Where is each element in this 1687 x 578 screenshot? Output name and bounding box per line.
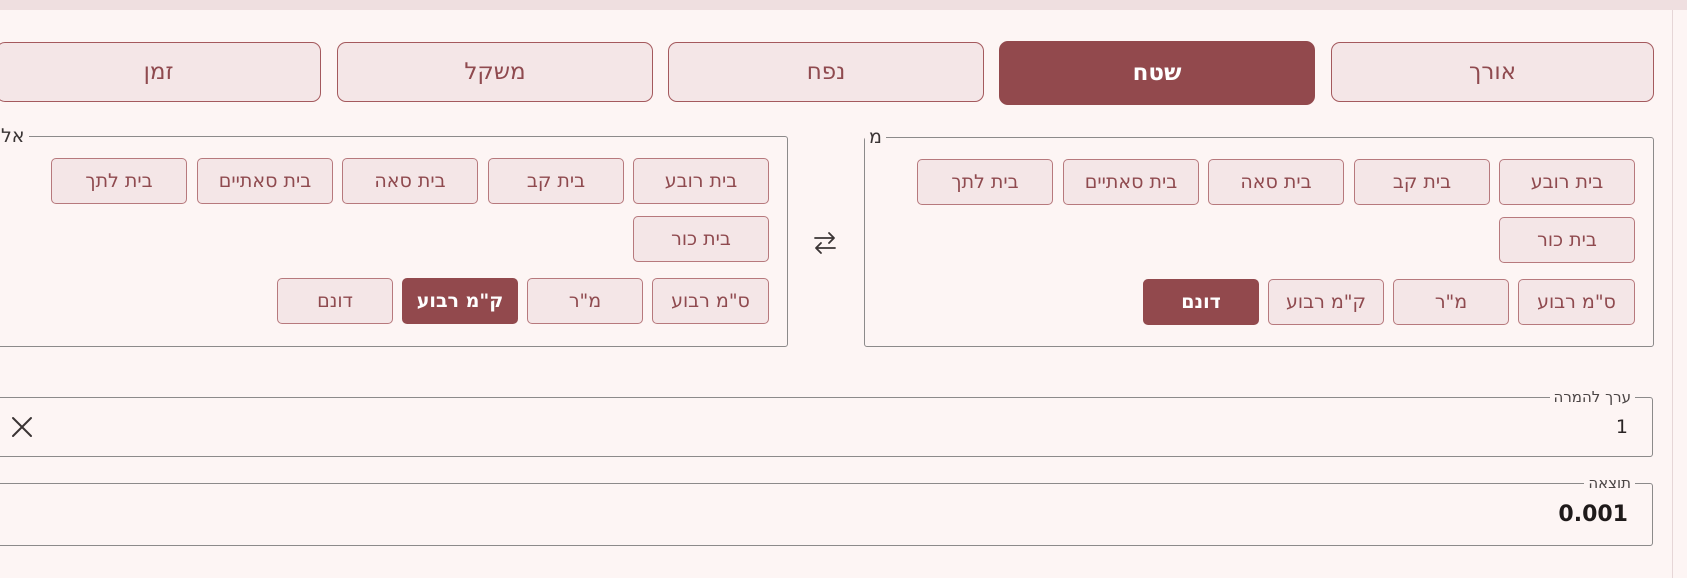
value-input-label: ערך להמרה <box>1549 388 1635 406</box>
from-unit-sq-cm[interactable]: ס"מ רבוע <box>1518 279 1635 325</box>
from-legend: מ <box>869 126 882 148</box>
result-value: 0.001 <box>1558 502 1628 527</box>
to-unit-beit-kor[interactable]: בית כור <box>633 216 769 262</box>
tab-time[interactable]: זמן <box>0 42 321 102</box>
tab-length[interactable]: אורך <box>1331 42 1654 102</box>
to-unit-group: אל <box>0 127 788 347</box>
from-unit-group: מ <box>864 128 1654 347</box>
to-unit-beit-kav[interactable]: בית קב <box>488 158 624 204</box>
tab-weight[interactable]: משקל <box>337 42 653 102</box>
tab-area[interactable]: שטח <box>999 41 1315 105</box>
from-unit-beit-rova[interactable]: בית רובע <box>1499 159 1635 205</box>
to-unit-dunam[interactable]: דונם <box>277 278 393 324</box>
scroll-edge <box>1672 10 1673 578</box>
from-unit-beit-kor[interactable]: בית כור <box>1499 217 1635 263</box>
to-legend: אל <box>1 125 25 147</box>
to-unit-beit-rova[interactable]: בית רובע <box>633 158 769 204</box>
to-unit-sq-cm[interactable]: ס"מ רבוע <box>652 278 769 324</box>
from-unit-beit-letech[interactable]: בית לתך <box>917 159 1053 205</box>
to-unit-beit-letech[interactable]: בית לתך <box>51 158 187 204</box>
top-bar <box>0 0 1687 10</box>
swap-arrows-icon[interactable] <box>812 228 838 258</box>
to-unit-sq-km-selected[interactable]: ק"מ רבוע <box>402 278 518 324</box>
to-unit-beit-satayim[interactable]: בית סאתיים <box>197 158 333 204</box>
from-unit-sq-km[interactable]: ק"מ רבוע <box>1268 279 1384 325</box>
value-input-field[interactable]: ערך להמרה 1 <box>0 388 1653 457</box>
from-unit-beit-satayim[interactable]: בית סאתיים <box>1063 159 1199 205</box>
tab-volume[interactable]: נפח <box>668 42 984 102</box>
to-unit-sq-m[interactable]: מ"ר <box>527 278 643 324</box>
value-input-text[interactable]: 1 <box>1615 416 1628 438</box>
to-unit-beit-seah[interactable]: בית סאה <box>342 158 478 204</box>
result-label: תוצאה <box>1584 474 1635 492</box>
from-unit-sq-m[interactable]: מ"ר <box>1393 279 1509 325</box>
result-field: תוצאה 0.001 <box>0 474 1653 546</box>
from-unit-beit-kav[interactable]: בית קב <box>1354 159 1490 205</box>
from-unit-dunam-selected[interactable]: דונם <box>1143 279 1259 325</box>
close-icon[interactable] <box>11 416 33 438</box>
from-unit-beit-seah[interactable]: בית סאה <box>1208 159 1344 205</box>
